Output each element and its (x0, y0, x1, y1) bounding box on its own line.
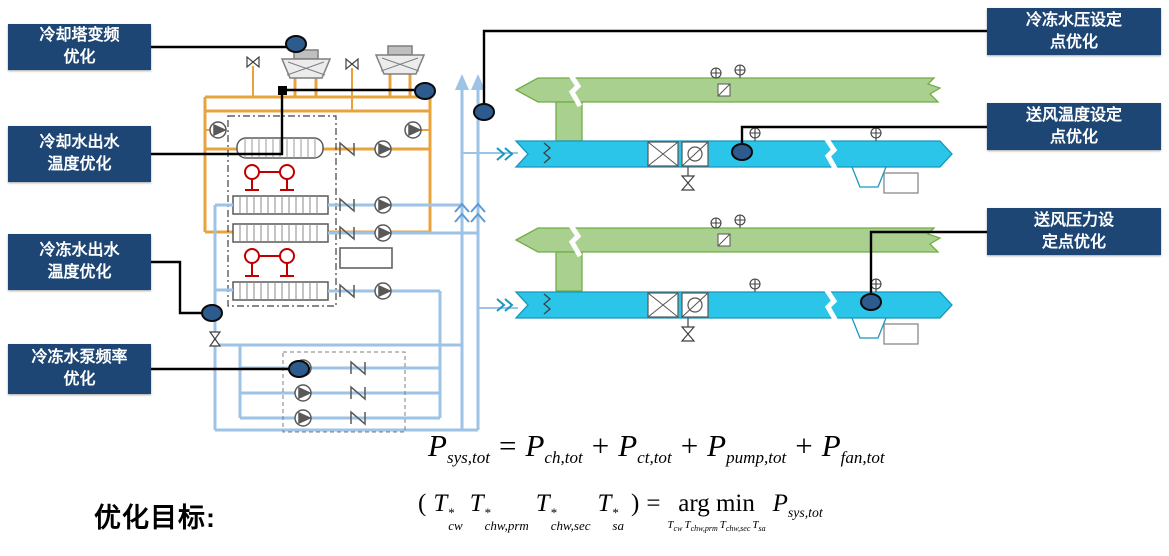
callout-text-line: 点优化 (1049, 128, 1098, 146)
sensor-icons-lower (710, 214, 882, 292)
callout-text-line: 温度优化 (47, 156, 112, 173)
plus-sign: + (795, 428, 813, 463)
var-t-sa: T*sa (597, 490, 624, 533)
objective-label: 优化目标: (94, 503, 216, 533)
term-p-fan: Pfan,tot (821, 428, 885, 468)
plus-sign: + (680, 428, 699, 463)
callout-text-line: 温度优化 (47, 264, 112, 281)
check-valve-icons (339, 141, 366, 426)
equals-sign: = (499, 428, 517, 463)
plus-sign: + (591, 428, 610, 463)
term-p-sys-rhs: Psys,tot (772, 490, 823, 520)
buffer-tank (339, 247, 393, 269)
sensor-icons-upper (710, 64, 882, 141)
term-p-sys: Psys,tot (428, 428, 490, 468)
chiller-plant (227, 115, 393, 307)
supply-air-duct-upper (496, 136, 953, 194)
term-p-pump: Ppump,tot (707, 428, 787, 468)
callout-chilled-water-temp: 冷冻水出水 温度优化 (8, 234, 151, 290)
callout-connectors (151, 29, 987, 371)
callout-text-line: 冷冻水压设定 (1025, 11, 1122, 29)
callout-text-line: 优化 (63, 49, 96, 66)
vav-box-lower (851, 317, 887, 339)
supply-air-duct-lower (496, 287, 953, 345)
callout-text-line: 优化 (63, 371, 96, 388)
callout-supply-air-pressure-setpoint: 送风压力设 定点优化 (987, 208, 1161, 255)
callout-condenser-water-temp: 冷却水出水 温度优化 (8, 126, 151, 182)
callout-markers (201, 35, 882, 378)
term-p-ch: Pch,tot (525, 428, 583, 468)
connector-node (278, 86, 287, 95)
pump-icons (209, 121, 422, 427)
term-p-ct: Pct,tot (618, 428, 672, 468)
riser-arrow-icons (455, 74, 485, 90)
argmin-formula: ( T*cw T*chw,prm T*chw,sec T*sa ) = arg … (418, 490, 823, 534)
callout-text-line: 定点优化 (1041, 233, 1106, 251)
compressor-icons (244, 164, 295, 277)
close-paren: ) (630, 490, 640, 517)
callout-text-line: 冷却塔变频 (39, 27, 120, 45)
callout-supply-air-temp-setpoint: 送风温度设定 点优化 (987, 103, 1161, 150)
return-air-duct-upper (514, 72, 942, 142)
cooling-tower-icons (280, 45, 426, 79)
callout-text-line: 点优化 (1049, 33, 1098, 51)
return-air-duct-lower (514, 222, 942, 292)
var-t-chw-sec: T*chw,sec (535, 490, 591, 533)
open-paren: ( (418, 490, 427, 517)
callout-chilled-pump-frequency: 冷冻水泵频率 优化 (8, 344, 151, 394)
var-t-chw-prm: T*chw,prm (469, 490, 529, 533)
secondary-pump-group-boundary (282, 351, 406, 433)
argmin-subscript: Tcw Tchw,prm Tchw,sec Tsa (667, 519, 766, 534)
callout-chw-pressure-setpoint: 冷冻水压设定 点优化 (987, 8, 1161, 55)
callout-text-line: 送风压力设 (1033, 211, 1114, 229)
argmin-operator: arg min Tcw Tchw,prm Tchw,sec Tsa (667, 490, 766, 534)
vav-box-upper (851, 166, 887, 188)
callout-text-line: 冷却水出水 (39, 134, 120, 152)
equals-sign: = (646, 490, 661, 517)
callout-cooling-tower-vfd: 冷却塔变频 优化 (8, 24, 151, 70)
power-balance-formula: Psys,tot = Pch,tot + Pct,tot + Ppump,tot… (428, 428, 885, 466)
riser-break-chevron-icons (454, 202, 486, 223)
callout-text-line: 送风温度设定 (1025, 106, 1122, 124)
var-t-cw: T*cw (433, 490, 463, 533)
callout-text-line: 冷冻水泵频率 (31, 349, 128, 367)
callout-text-line: 冷冻水出水 (39, 242, 120, 260)
